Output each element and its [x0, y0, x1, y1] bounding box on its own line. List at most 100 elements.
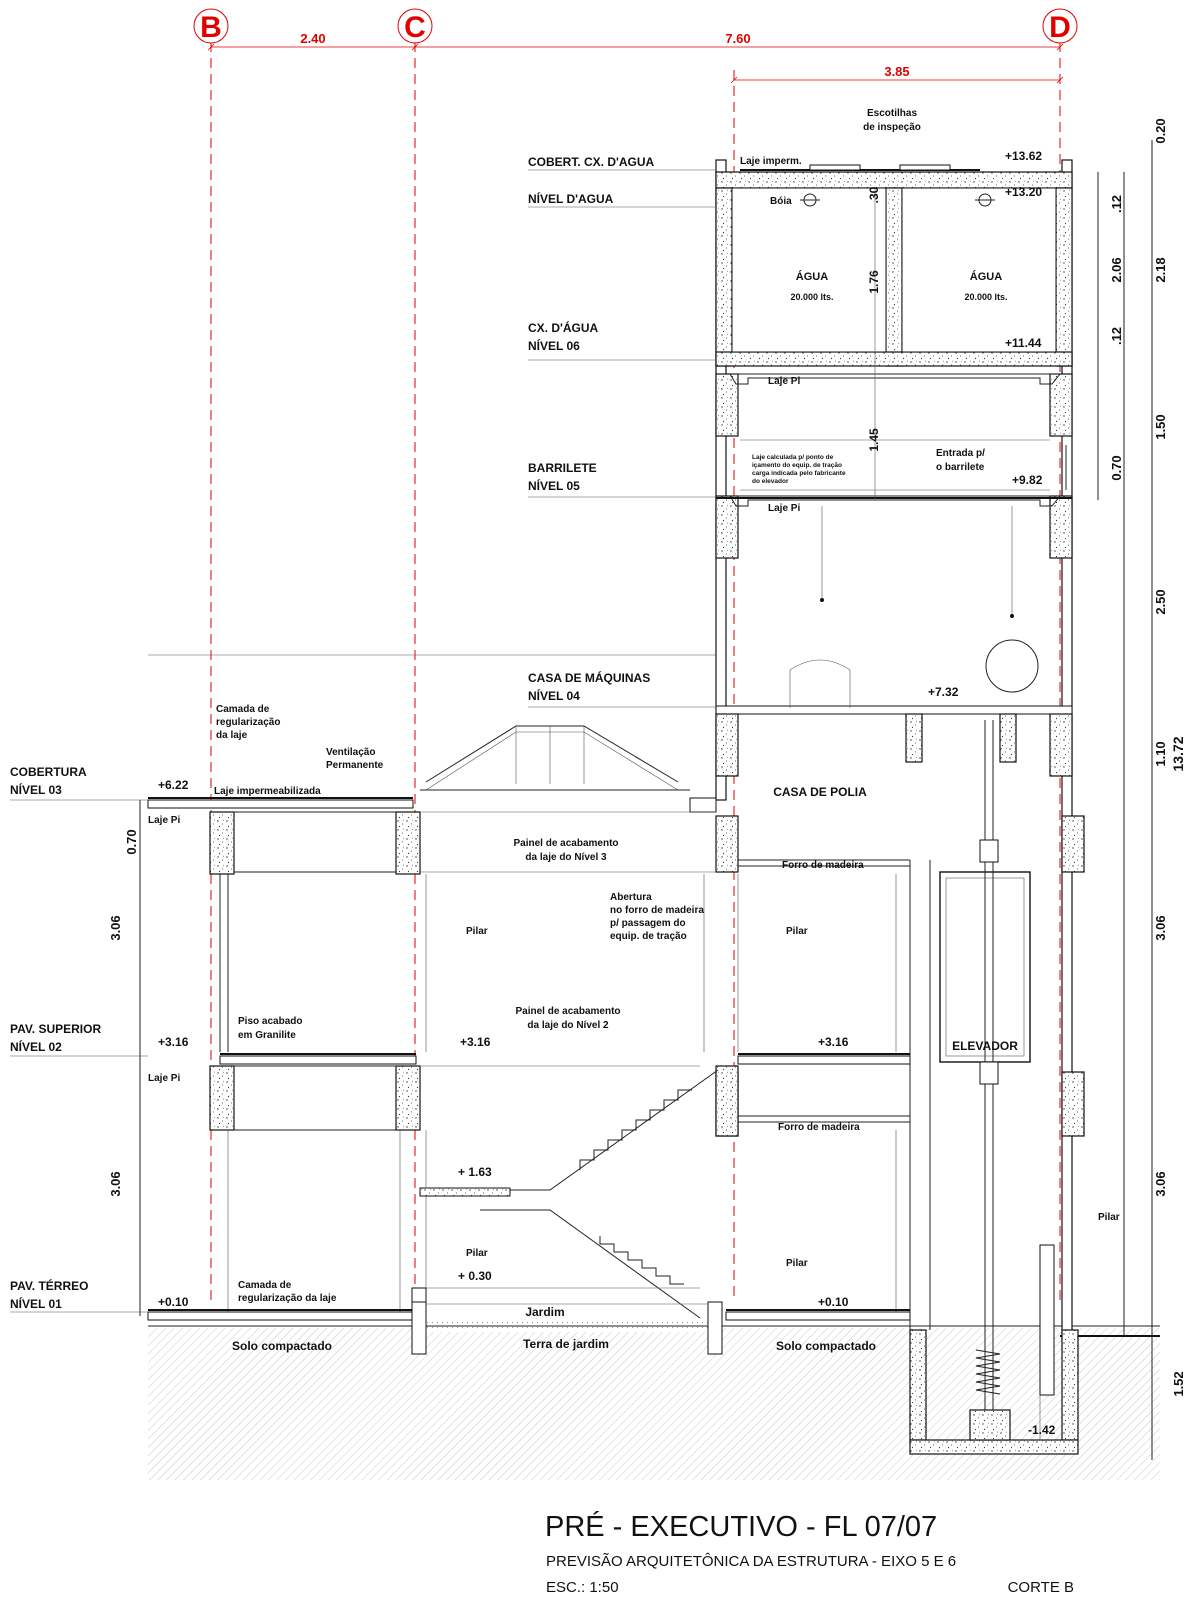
- note-casa-polia: CASA DE POLIA: [773, 785, 867, 799]
- dim-012b: .12: [1109, 327, 1124, 345]
- note-pilar-2: Pilar: [786, 926, 808, 937]
- dim-012a: .12: [1109, 195, 1124, 213]
- dim-218: 2.18: [1153, 257, 1168, 282]
- elev-316-mid: +3.16: [460, 1035, 491, 1049]
- note-solo-2: Solo compactado: [776, 1339, 876, 1353]
- elev-316-left: +3.16: [158, 1035, 189, 1049]
- note-piso-1: Piso acabado: [238, 1016, 302, 1027]
- note-escotilhas: Escotilhas: [867, 108, 917, 119]
- level-nivel-06: NÍVEL 06: [528, 338, 580, 353]
- level-casa-maquinas: CASA DE MÁQUINAS: [528, 670, 650, 685]
- dim-152: 1.52: [1171, 1371, 1186, 1396]
- note-painel2-2: da laje do Nível 2: [527, 1020, 609, 1031]
- note-laje-calc-3: carga indicada pelo fabricante: [752, 470, 846, 477]
- note-solo-1: Solo compactado: [232, 1339, 332, 1353]
- note-laje-pi-4: Laje Pi: [148, 1073, 180, 1084]
- note-agua-1-cap: 20.000 lts.: [790, 292, 833, 302]
- note-abertura-4: equip. de tração: [610, 931, 687, 942]
- axis-d-label: D: [1049, 11, 1071, 44]
- dim-bc: 2.40: [300, 31, 325, 46]
- level-cobert-cx: COBERT. CX. D'AGUA: [528, 155, 655, 169]
- level-nivel-01: NÍVEL 01: [10, 1296, 62, 1311]
- dim-306-r1: 3.06: [1153, 915, 1168, 940]
- note-abertura-1: Abertura: [610, 892, 652, 903]
- note-entrada: Entrada p/: [936, 448, 985, 459]
- note-laje-imperm: Laje imperm.: [740, 156, 802, 167]
- elev-030: + 0.30: [458, 1269, 492, 1283]
- note-forro-2: Forro de madeira: [778, 1122, 860, 1133]
- note-camada-1: Camada de: [216, 704, 270, 715]
- elevation-marks: +13.62 +13.20 +11.44 +9.82 +7.32 +6.22 +…: [158, 149, 1056, 1437]
- dim-110: 1.10: [1153, 741, 1168, 766]
- note-pilar-3: Pilar: [466, 1248, 488, 1259]
- axis-c-label: C: [404, 11, 426, 44]
- note-laje-impermeab: Laje impermeabilizada: [214, 786, 321, 797]
- building-structure: [147, 654, 911, 1355]
- note-painel3-1: Painel de acabamento: [513, 838, 618, 849]
- note-elevador: ELEVADOR: [952, 1039, 1018, 1053]
- note-laje-pi-1: Laje Pi: [768, 376, 800, 387]
- note-forro-1: Forro de madeira: [782, 860, 864, 871]
- dimension-lines: [139, 140, 1153, 1460]
- dim-1372: 13.72: [1170, 736, 1186, 771]
- note-laje-calc-1: Laje calculada p/ ponto de: [752, 454, 834, 461]
- note-agua-2: ÁGUA: [970, 270, 1002, 283]
- elev-1320: +13.20: [1005, 185, 1042, 199]
- dim-306-l1: 3.06: [108, 915, 123, 940]
- elev-010-left: +0.10: [158, 1295, 189, 1309]
- level-labels: COBERT. CX. D'AGUA NÍVEL D'AGUA CX. D'ÁG…: [10, 155, 716, 1313]
- dim-cd: 7.60: [725, 31, 750, 46]
- level-nivel-05: NÍVEL 05: [528, 478, 580, 493]
- note-camada-2: regularização: [216, 717, 280, 728]
- note-pilar-1: Pilar: [466, 926, 488, 937]
- tower-structure: [715, 159, 1085, 1455]
- title-section: CORTE B: [1008, 1579, 1074, 1596]
- elev-010-right: +0.10: [818, 1295, 849, 1309]
- dim-030: .30: [867, 186, 881, 203]
- elev-316-right: +3.16: [818, 1035, 849, 1049]
- elev-732: +7.32: [928, 685, 959, 699]
- level-nivel-agua: NÍVEL D'AGUA: [528, 191, 614, 206]
- note-camada-t2: regularização da laje: [238, 1293, 337, 1304]
- axis-b-label: B: [200, 11, 222, 44]
- level-nivel-04: NÍVEL 04: [528, 688, 580, 703]
- elev-982: +9.82: [1012, 473, 1043, 487]
- dim-070a: 0.70: [1109, 455, 1124, 480]
- note-ventilacao: Ventilação: [326, 747, 375, 758]
- elev-m142: -1.42: [1028, 1423, 1056, 1437]
- dim-250: 2.50: [1153, 589, 1168, 614]
- elev-1144: +11.44: [1005, 336, 1042, 350]
- note-abertura-3: p/ passagem do: [610, 918, 686, 929]
- note-terra: Terra de jardim: [523, 1337, 609, 1351]
- dim-tower: 3.85: [884, 64, 909, 79]
- note-laje-calc-2: içamento do equip. de tração: [752, 462, 842, 469]
- note-laje-pi-2: Laje Pi: [768, 503, 800, 514]
- elev-163: + 1.63: [458, 1165, 492, 1179]
- dim-206: 2.06: [1109, 257, 1124, 282]
- note-abertura-2: no forro de madeira: [610, 905, 704, 916]
- dimension-texts: 0.20 .12 2.06 2.18 .12 1.50 0.70 2.50 1.…: [108, 118, 1186, 1396]
- note-piso-2: em Granilite: [238, 1030, 296, 1041]
- elev-622: +6.22: [158, 778, 189, 792]
- title-block: PRÉ - EXECUTIVO - FL 07/07 PREVISÃO ARQU…: [545, 1510, 1074, 1596]
- elev-1362: +13.62: [1005, 149, 1042, 163]
- level-cx-agua: CX. D'ÁGUA: [528, 320, 599, 335]
- level-pav-terreo: PAV. TÉRREO: [10, 1278, 88, 1293]
- level-nivel-03: NÍVEL 03: [10, 782, 62, 797]
- dim-020: 0.20: [1153, 118, 1168, 143]
- note-laje-calc-4: do elevador: [752, 478, 789, 485]
- level-pav-superior: PAV. SUPERIOR: [10, 1022, 101, 1036]
- note-inspecao: de inspeção: [863, 122, 921, 133]
- ground: [148, 1320, 1160, 1480]
- note-painel3-2: da laje do Nível 3: [525, 852, 607, 863]
- dim-306-l2: 3.06: [108, 1171, 123, 1196]
- note-permanente: Permanente: [326, 760, 384, 771]
- level-cobertura: COBERTURA: [10, 765, 87, 779]
- title-sub: PREVISÃO ARQUITETÔNICA DA ESTRUTURA - EI…: [546, 1553, 956, 1570]
- annotations: Escotilhas de inspeção Laje imperm. Bóia…: [148, 108, 1120, 1353]
- note-pilar-4: Pilar: [786, 1258, 808, 1269]
- note-camada-t1: Camada de: [238, 1280, 292, 1291]
- note-agua-2-cap: 20.000 lts.: [964, 292, 1007, 302]
- title-scale: ESC.: 1:50: [546, 1579, 619, 1596]
